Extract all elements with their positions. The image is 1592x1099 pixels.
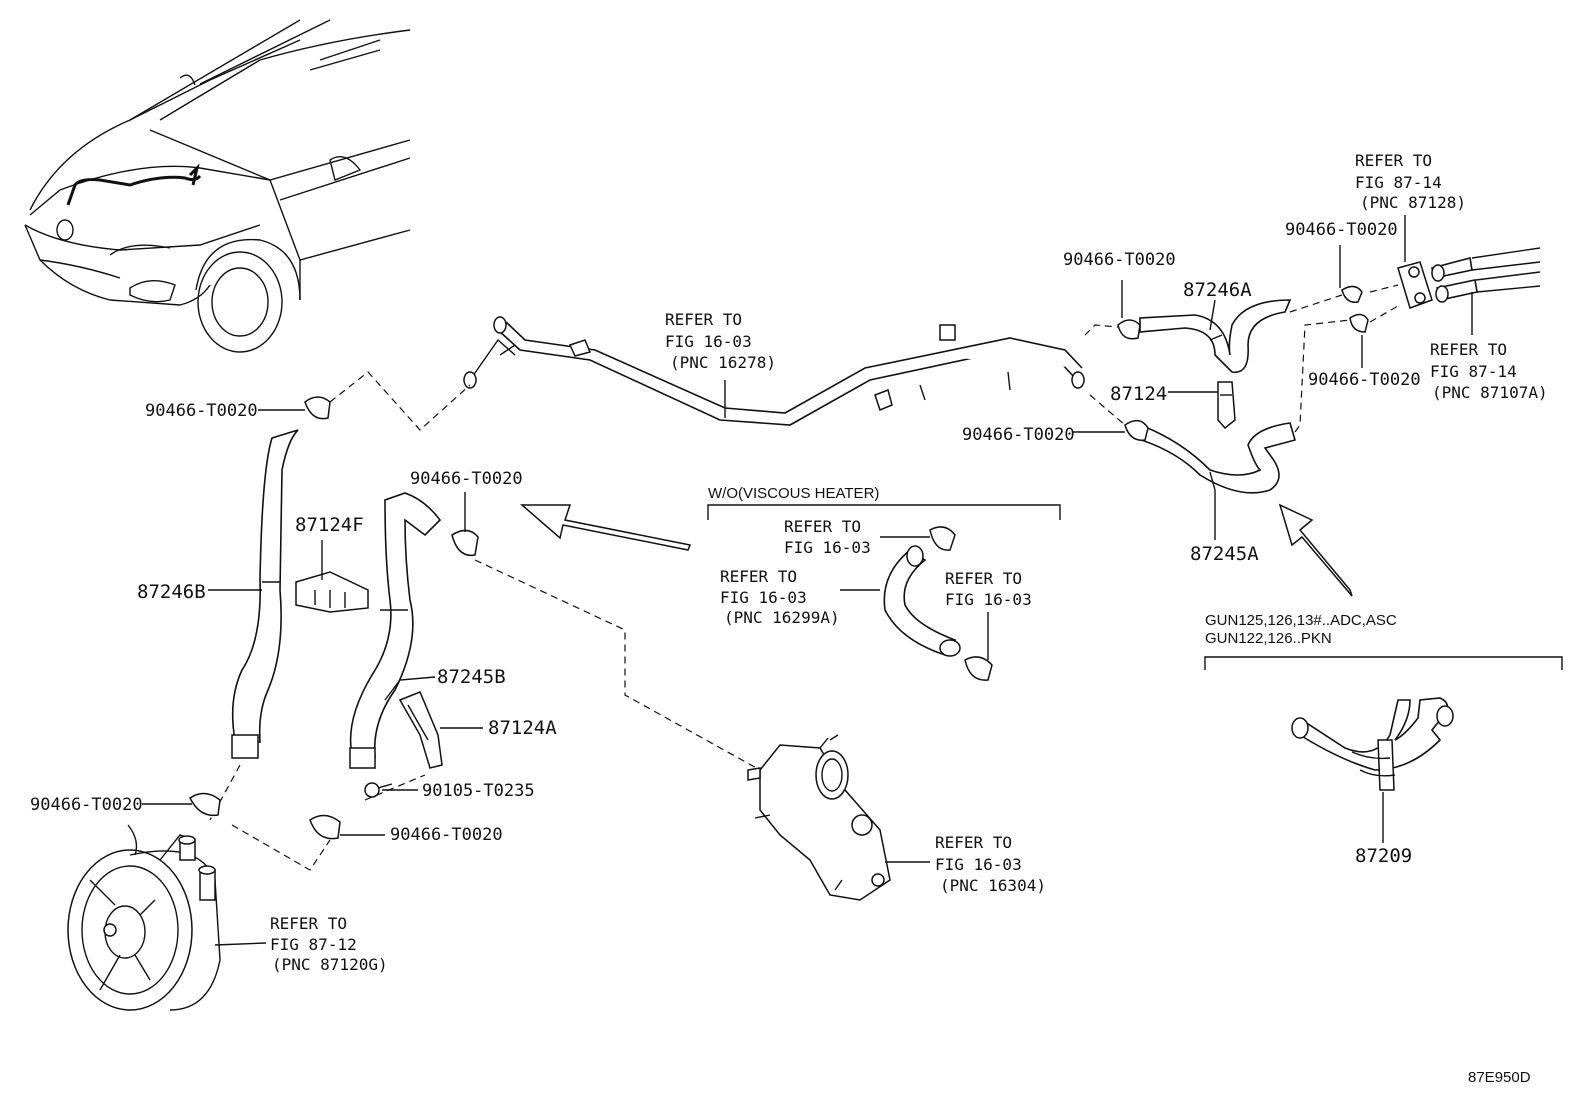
ref-viscous-c-line2: FIG 16-03 [945,590,1032,609]
label-clamp-87124: 87124 [1110,383,1167,405]
clamp-87124f-drawing [295,571,369,613]
ref-pump-line1: REFER TO [270,914,347,933]
direction-arrows [519,503,1353,597]
ref-top-right-lower-line3: (PNC 87107A) [1432,383,1548,402]
label-clip-90466-top: 90466-T0020 [1063,250,1176,270]
ref-viscous-a-line2: FIG 16-03 [784,538,871,557]
water-pump-housing-drawing [747,734,891,901]
dashed-connection-lines [209,284,1399,871]
label-clamp-87124f: 87124F [295,514,364,536]
label-clip-90466-left: 90466-T0020 [145,401,258,421]
hose-87245b-drawing [349,492,442,769]
ref-pump-line3: (PNC 87120G) [272,955,388,974]
ref-top-right-upper-line3: (PNC 87128) [1360,193,1466,212]
label-clip-90466-top-right: 90466-T0020 [1285,220,1398,240]
label-bolt-90105: 90105-T0235 [422,781,535,801]
label-clip-90466-bottom: 90466-T0020 [390,825,503,845]
label-hose-87246a: 87246A [1183,279,1252,301]
hose-87246a-drawing [1139,299,1292,374]
label-hose-87245a: 87245A [1190,543,1259,565]
variant-group-drawing [1204,656,1563,791]
label-clip-90466-pump: 90466-T0020 [30,795,143,815]
viscous-heater-group-drawing [707,504,1061,681]
ref-pipe-line1: REFER TO [665,310,742,329]
ref-viscous-a-line1: REFER TO [784,517,861,536]
leader-lines [142,215,1473,946]
ref-pipe-line3: (PNC 16278) [670,353,776,372]
heater-water-pipe [463,316,1085,426]
label-clamp-87124a: 87124A [488,717,557,739]
ref-viscous-b-line2: FIG 16-03 [720,588,807,607]
ref-top-right-lower-line2: FIG 87-14 [1430,362,1517,381]
ref-water-pump-line3: (PNC 16304) [940,876,1046,895]
vehicle-illustration [24,19,411,353]
ref-pump-line2: FIG 87-12 [270,935,357,954]
heater-core-connector [1397,247,1541,309]
hose-87245a-drawing [1133,422,1296,494]
label-clip-90466-right: 90466-T0020 [1308,370,1421,390]
clamp-87124-drawing [1217,381,1236,430]
ref-pipe-line2: FIG 16-03 [665,332,752,351]
label-hose-87209: 87209 [1355,845,1412,867]
clamp-87124a-drawing [398,691,443,769]
bolt-drawing [364,782,393,798]
ref-top-right-upper-line1: REFER TO [1355,151,1432,170]
group-viscous-heater-title: W/O(VISCOUS HEATER) [708,485,879,502]
ref-viscous-c-line1: REFER TO [945,569,1022,588]
label-hose-87246b: 87246B [137,581,206,603]
clip-drawings-right [1117,285,1369,441]
label-hose-87245b: 87245B [437,666,506,688]
ref-viscous-b-line1: REFER TO [720,567,797,586]
ref-water-pump-line2: FIG 16-03 [935,855,1022,874]
group-variant-line1: GUN125,126,13#..ADC,ASC [1205,612,1397,629]
labels: REFER TO FIG 16-03 (PNC 16278) REFER TO … [30,151,1548,1086]
label-clip-90466-center: 90466-T0020 [410,469,523,489]
diagram-code: 87E950D [1468,1069,1531,1086]
ref-viscous-b-line3: (PNC 16299A) [724,608,840,627]
ref-water-pump-line1: REFER TO [935,833,1012,852]
label-clip-90466-mid: 90466-T0020 [962,425,1075,445]
pump-drawing [67,824,221,1011]
clip-drawings-left [189,396,479,840]
ref-top-right-upper-line2: FIG 87-14 [1355,173,1442,192]
hose-87246b-drawing [231,429,299,759]
ref-top-right-lower-line1: REFER TO [1430,340,1507,359]
group-variant-line2: GUN122,126..PKN [1205,630,1332,647]
